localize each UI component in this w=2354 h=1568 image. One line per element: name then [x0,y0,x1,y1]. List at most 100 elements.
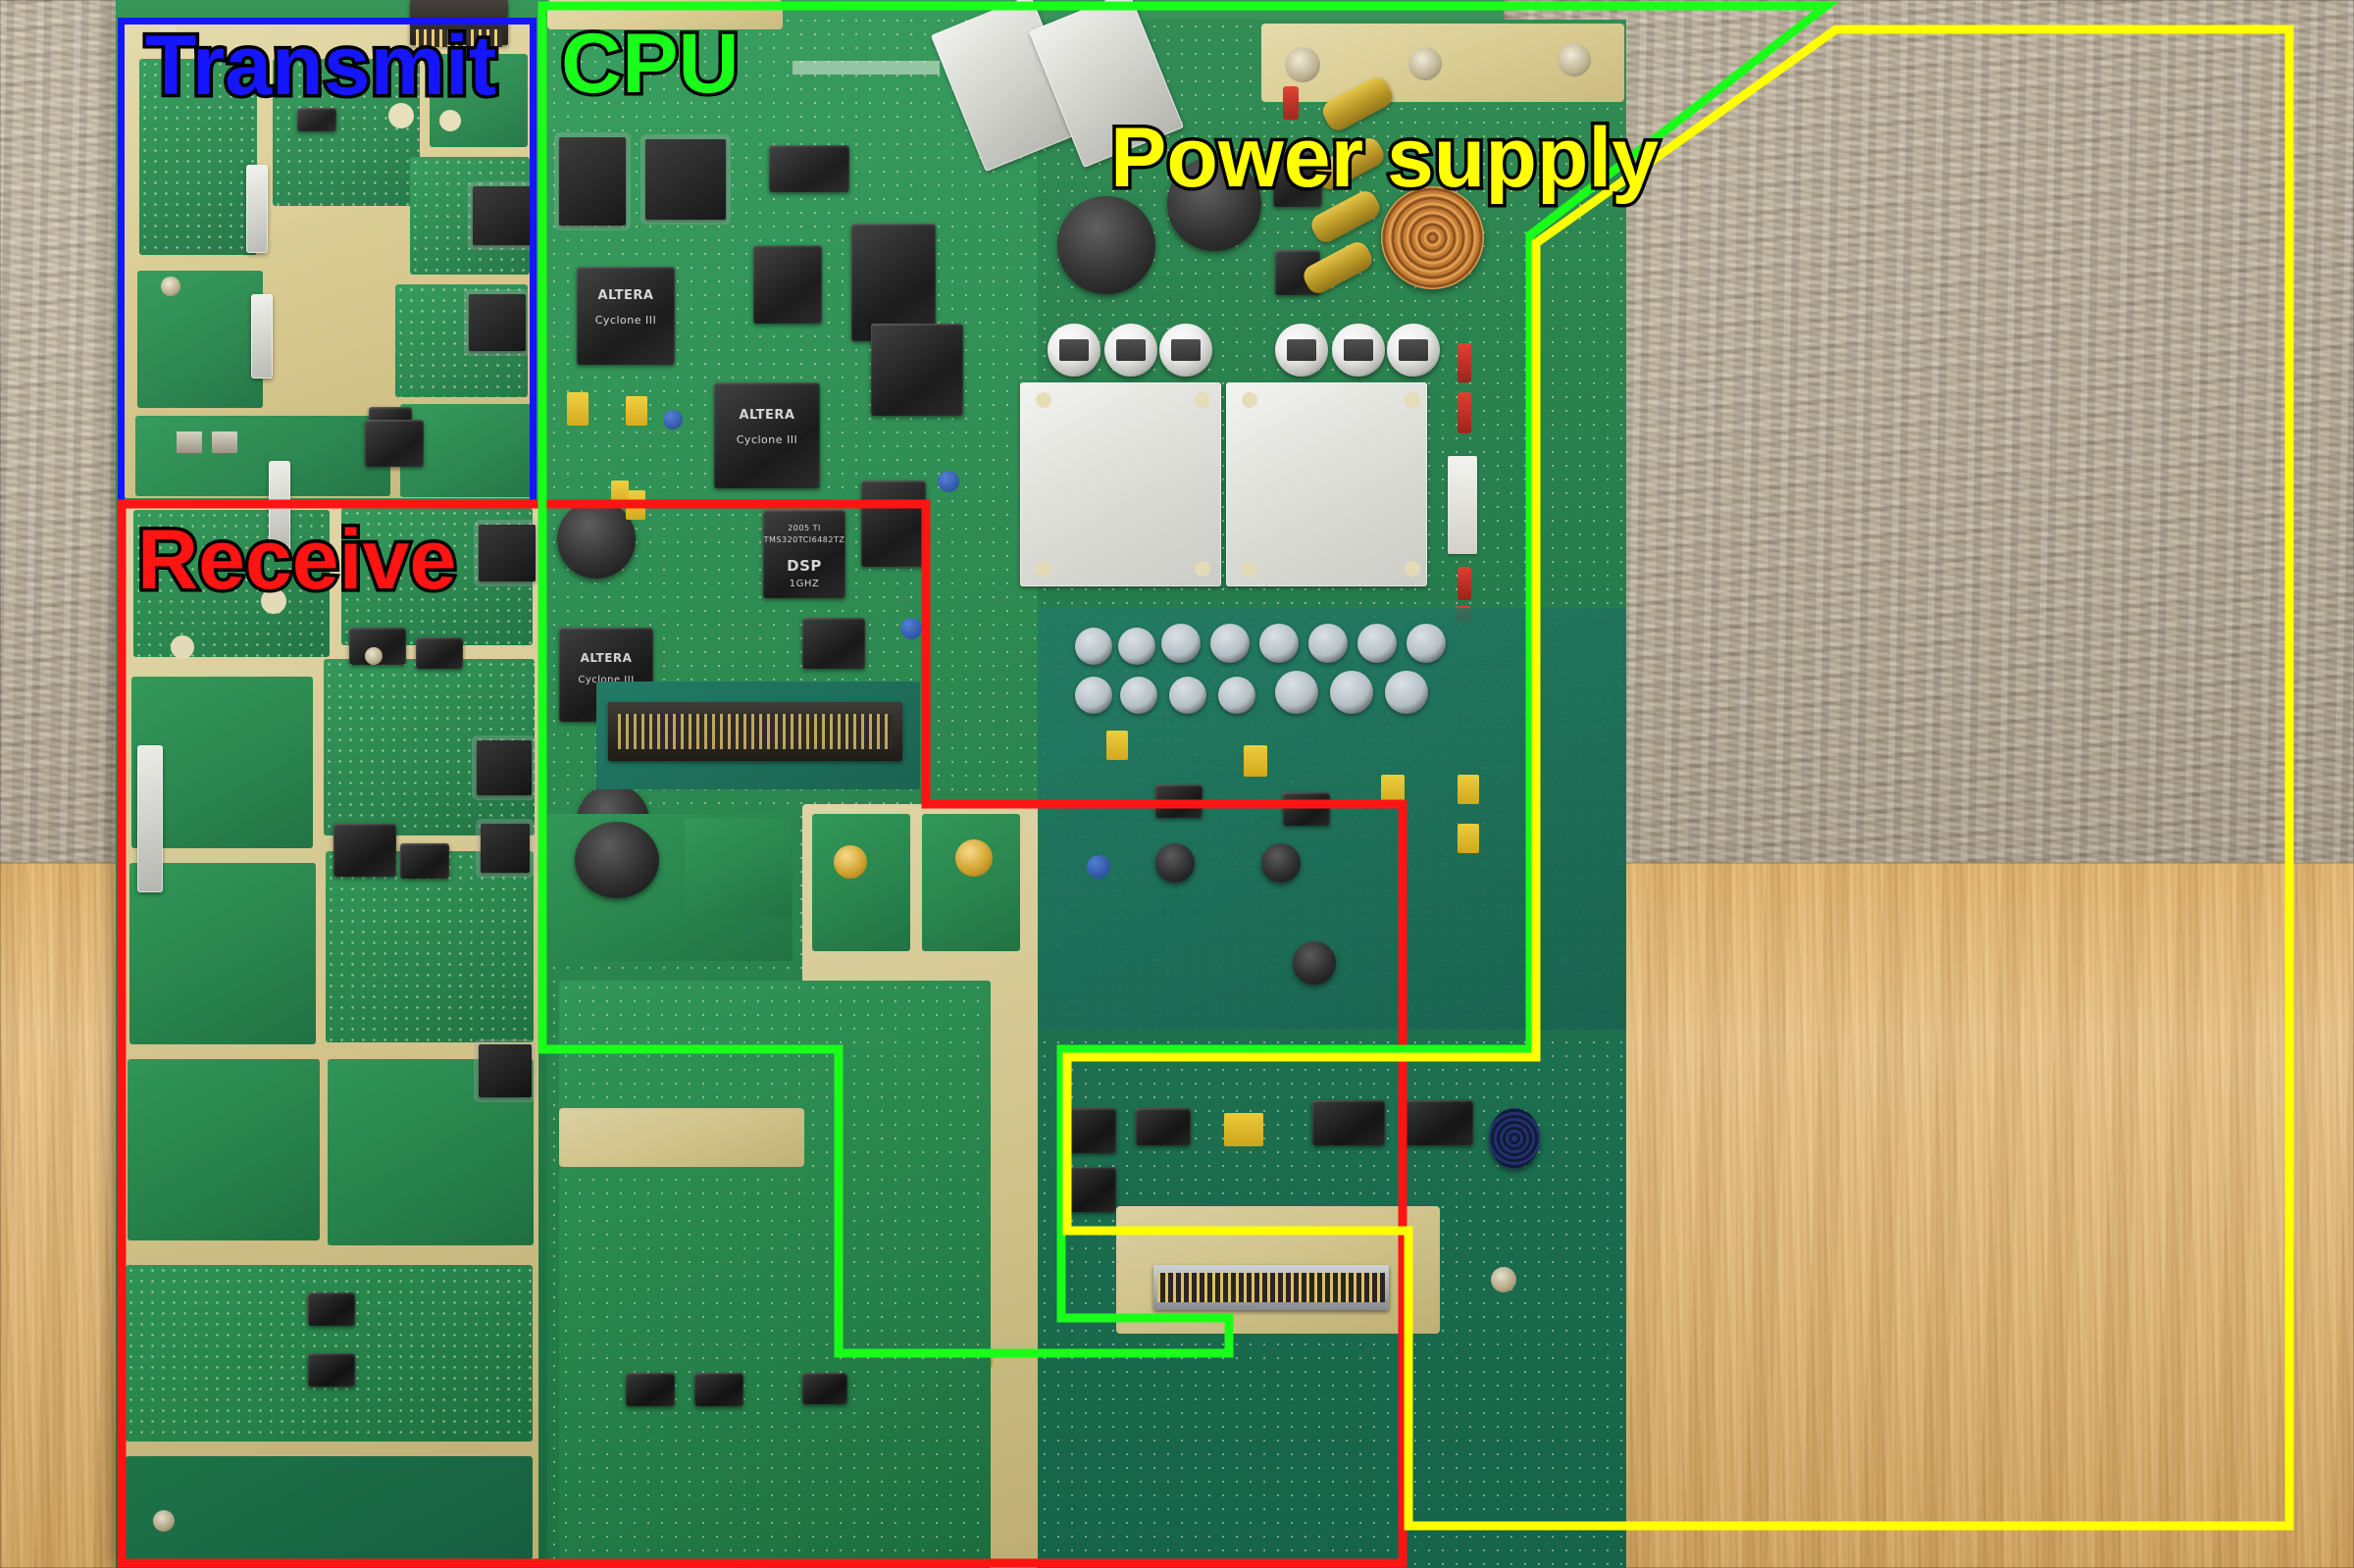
rf-trace-gold [559,1108,804,1167]
psu-toroid-1 [1057,196,1155,294]
via-stitch [139,59,257,255]
psu-cap-a6 [1308,624,1348,663]
psu-bottom-memory-1 [1312,1100,1385,1145]
tantalum-cap-1 [567,392,588,426]
tx-module-7 [135,416,390,496]
ceramic-cap-2 [938,471,959,492]
psu-cap-a8 [1407,624,1446,663]
mount-hole [1558,43,1591,76]
via-stitch [273,59,420,206]
silkscreen-line [793,61,940,75]
rx-module-7 [128,1059,320,1240]
ceramic-cap-3 [900,618,922,639]
cpu-bga-2 [871,324,963,416]
psu-cap-b4 [1218,677,1255,714]
dsp-part-label: TMS320TCI6482TZ [763,535,845,544]
psu-cap-a2 [1118,628,1155,665]
label-power-supply: Power supply [1106,111,1662,205]
cpu-lower-subzone [685,819,791,917]
psu-bottom-soic-1 [1059,1108,1116,1153]
plate-screw [1405,392,1420,408]
label-transmit: Transmit [141,19,499,113]
tx-smd-1 [177,431,202,453]
fpga-altera-top: ALTERA Cyclone III [577,267,675,365]
tx-module-3 [430,54,528,147]
ceramic-cap-1 [663,410,683,430]
rf-pad [171,635,194,659]
mount-hole [161,277,180,296]
psu-small-inductor-1 [1155,843,1195,883]
plate-screw [1405,561,1420,577]
psu-bottom-soic-3 [1136,1108,1191,1145]
psu-cap-a1 [1075,628,1112,665]
tantalum-cap-2 [626,396,647,426]
tx-top-connector-pins [416,29,502,47]
psu-cap-a3 [1161,624,1201,663]
plate-screw [1195,392,1210,408]
tx-module-5 [137,271,263,408]
rx-lower-soic-2 [694,1373,743,1406]
psu-tant-1 [1106,731,1128,760]
tantalum-cap-3 [626,490,645,520]
rx-barcode-label [137,745,163,892]
rx-soic-3 [400,843,449,879]
cpu-soic-1 [769,145,849,192]
rx-lower-soic-1 [626,1373,675,1406]
rx-qfp-4 [479,1044,532,1097]
sma-connector-1 [834,845,867,879]
psu-module-plate-2 [1226,382,1427,586]
cpu-lower-bga [575,822,659,898]
plate-screw [1242,392,1257,408]
fpga-brand-label: ALTERA [580,651,633,665]
fpga-brand-label: ALTERA [739,408,795,423]
cpu-memory-3 [861,481,926,567]
bulk-cap-3 [1159,324,1212,377]
cpu-qfp-small [559,137,626,226]
rx-soic-4 [308,1292,355,1326]
rx-soic-2 [416,637,463,669]
bulk-cap-5 [1332,324,1385,377]
mount-hole [1408,47,1442,80]
cpu-soic-2 [802,618,865,669]
psu-cap-a7 [1357,624,1397,663]
label-receive: Receive [133,513,459,607]
psu-bottom-tant [1224,1113,1263,1146]
rx-lower-soic-3 [802,1373,847,1404]
rx-qfp-1 [479,525,536,582]
mount-hole [1491,1267,1516,1292]
dsp-speed-label: 1GHZ [789,579,820,589]
bulk-cap-4 [1275,324,1328,377]
rf-out-zone-2 [922,814,1020,951]
fpga-family-label: Cyclone III [594,314,657,327]
psu-bottom-memory-2 [1401,1100,1473,1145]
plate-screw [1242,561,1257,577]
rx-soic-5 [308,1353,355,1387]
psu-cap-b3 [1169,677,1206,714]
mount-hole [1285,47,1320,82]
psu-soic-1 [1155,784,1203,818]
bulk-cap-6 [1387,324,1440,377]
tx-qfp-ic-2 [469,294,526,351]
psu-bottom-soic-2 [1059,1167,1116,1212]
sma-connector-2 [955,839,993,877]
psu-bottom-header-pins [1157,1273,1385,1302]
fpga-family-label: Cyclone III [736,433,798,446]
tx-smd-2 [212,431,237,453]
rf-out-zone-1 [812,814,910,951]
plate-screw [1036,392,1051,408]
rf-pad [439,110,461,131]
plate-screw [1036,561,1051,577]
tx-soic-1 [297,108,336,131]
psu-cap-b5 [1275,671,1318,714]
psu-cap-b6 [1330,671,1373,714]
rx-qfp-3 [481,824,530,873]
fpga-brand-label: ALTERA [597,288,654,303]
mount-hole [365,647,383,665]
tx-crystal-2 [251,294,273,379]
psu-cap-b2 [1120,677,1157,714]
bulk-cap-2 [1104,324,1157,377]
edge-cap-3 [1458,567,1471,600]
dsp-brand-label: DSP [787,557,822,575]
psu-tant-4 [1458,775,1479,804]
